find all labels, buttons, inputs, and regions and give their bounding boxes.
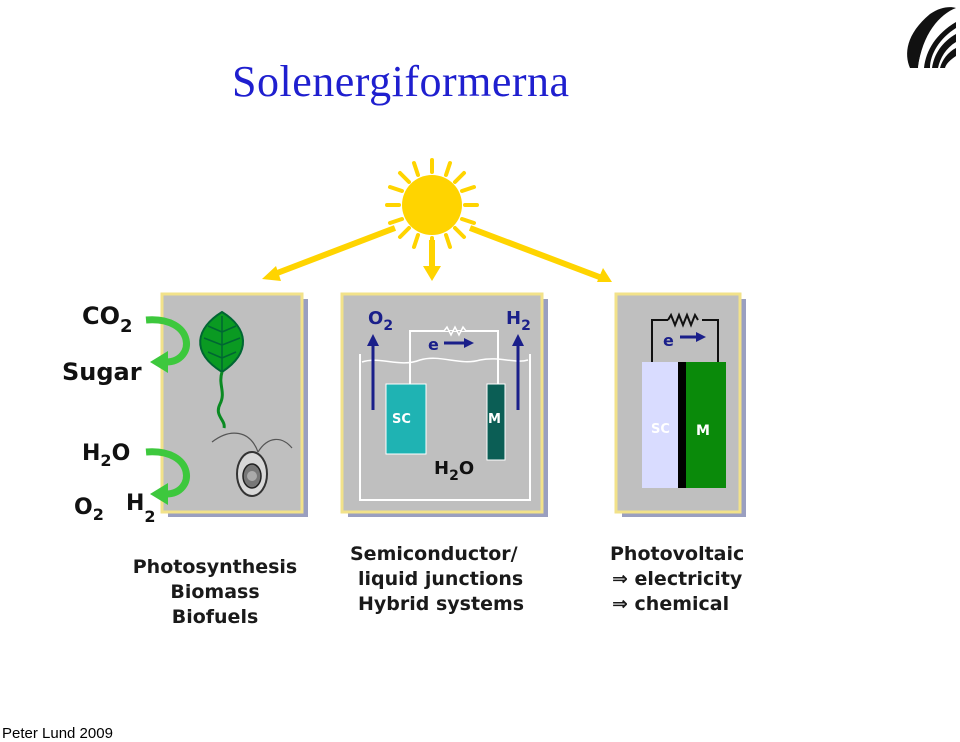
panel-semiconductor xyxy=(340,292,548,517)
caption-line: Biomass xyxy=(170,581,260,603)
h2-label-panel2: H2 xyxy=(506,308,531,334)
sugar-label: Sugar xyxy=(62,358,142,386)
caption-line: liquid junctions xyxy=(358,568,524,590)
caption-line: Hybrid systems xyxy=(358,593,525,615)
caption-line: ⇒ chemical xyxy=(612,593,730,615)
page-title: Solenergiformerna xyxy=(232,57,570,106)
green-arrows xyxy=(145,316,190,505)
caption-photosynthesis: Photosynthesis Biomass Biofuels xyxy=(110,555,320,630)
leaf-icon xyxy=(199,310,244,429)
caption-line: Biofuels xyxy=(171,606,259,628)
caption-line: ⇒ electricity xyxy=(612,568,743,590)
o2-label: O2 xyxy=(74,495,104,524)
university-logo-icon xyxy=(907,7,956,68)
electron-label-panel2: e xyxy=(428,335,439,354)
caption-line: Photosynthesis xyxy=(132,556,298,578)
h2-label: H2 xyxy=(126,491,156,526)
caption-photovoltaic: Photovoltaic ⇒ electricity ⇒ chemical xyxy=(610,542,810,617)
m-label-panel2: M xyxy=(488,412,501,427)
o2-label-panel2: O2 xyxy=(368,308,393,334)
panel-photovoltaic xyxy=(614,292,746,517)
sun-rays xyxy=(262,225,612,282)
electron-label-panel3: e xyxy=(663,331,674,350)
algae-cell-icon xyxy=(211,432,293,497)
caption-line: Semiconductor/ xyxy=(350,543,518,565)
h2o-label-panel2: H2O xyxy=(434,458,474,484)
caption-line: Photovoltaic xyxy=(610,543,745,565)
footer-credit: Peter Lund 2009 xyxy=(2,725,113,742)
sc-label-panel2: SC xyxy=(392,412,411,427)
co2-label: CO2 xyxy=(82,302,133,337)
m-label-panel3: M xyxy=(696,423,710,439)
panel-photosynthesis xyxy=(145,292,308,517)
sun-icon xyxy=(385,158,479,252)
caption-semiconductor: Semiconductor/ liquid junctions Hybrid s… xyxy=(340,542,570,617)
sc-label-panel3: SC xyxy=(651,422,670,437)
h2o-label: H2O xyxy=(82,441,130,470)
